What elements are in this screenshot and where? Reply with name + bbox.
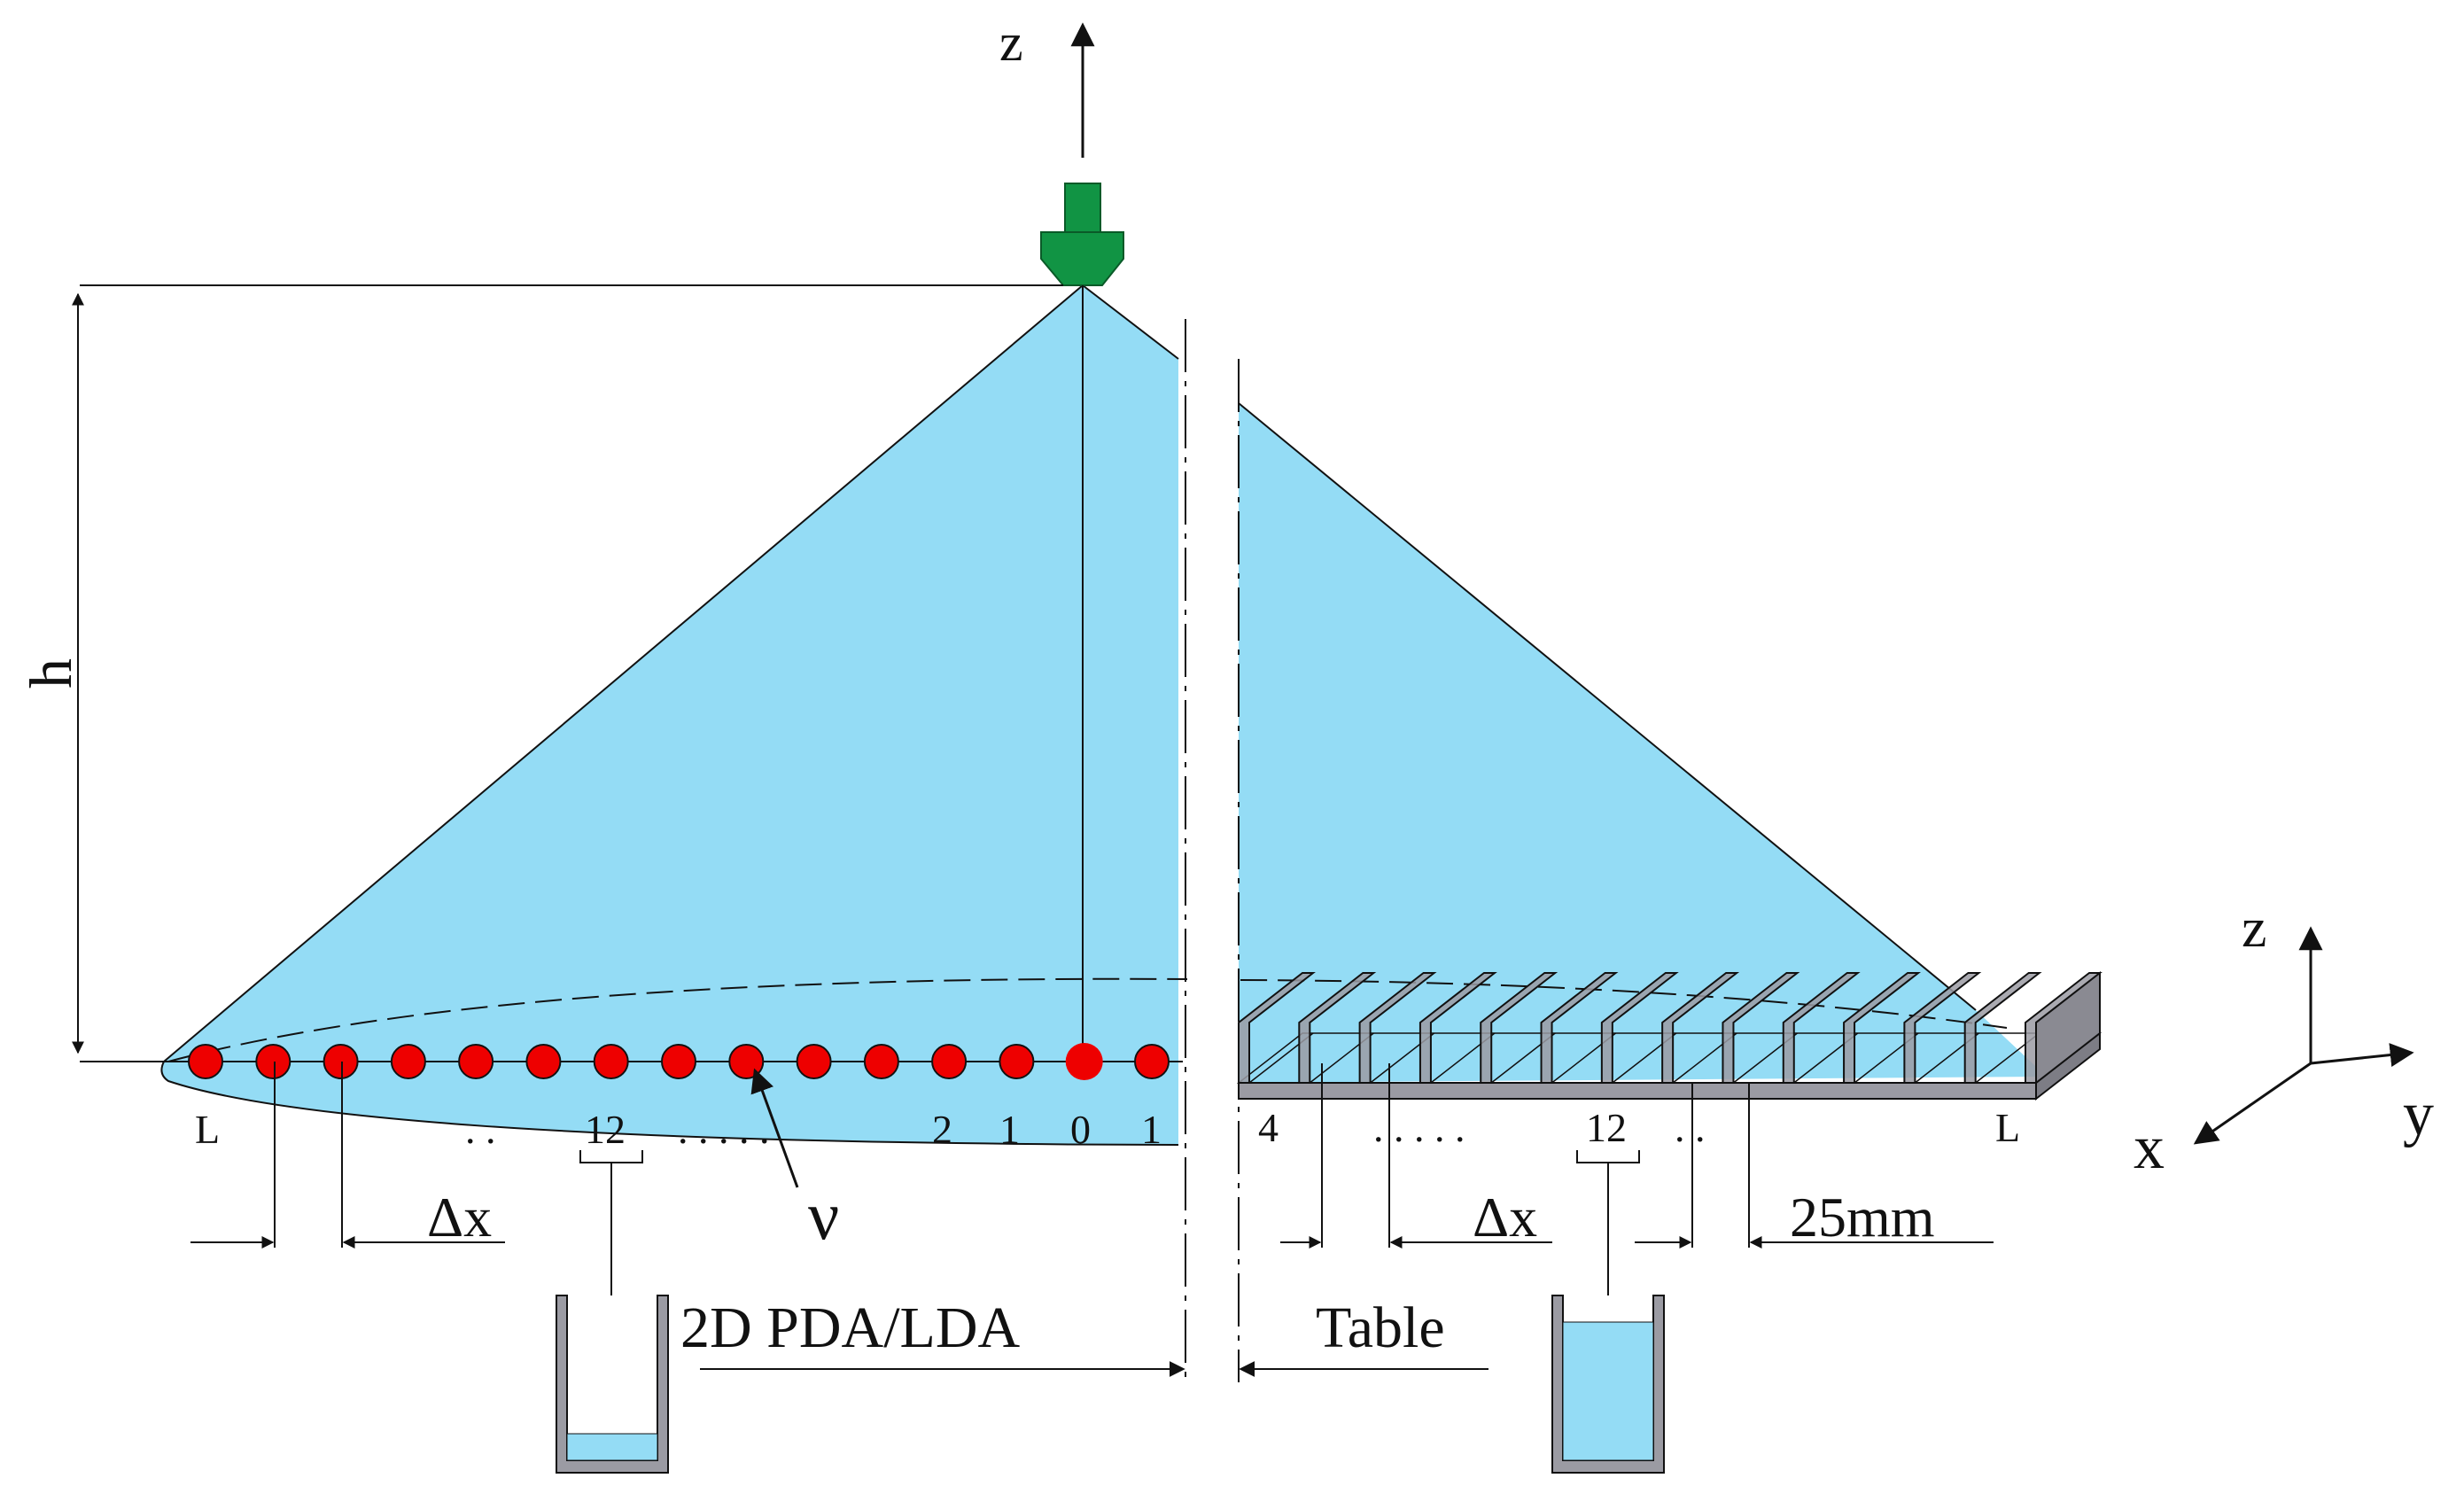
axes-z-label: z xyxy=(2242,896,2266,959)
right-dots-b: . . xyxy=(1675,1105,1706,1150)
measurement-point xyxy=(931,1044,968,1079)
right-beaker xyxy=(1551,1295,1665,1474)
axes-y-label: y xyxy=(2403,1080,2434,1148)
right-dots-a: . . . . . xyxy=(1373,1105,1465,1150)
nozzle xyxy=(1040,183,1124,286)
patternator-channel-wall xyxy=(1480,972,1558,1084)
measurement-point xyxy=(661,1044,696,1079)
measurement-point xyxy=(796,1044,832,1079)
table-label: Table xyxy=(1316,1295,1445,1360)
measurement-point xyxy=(593,1044,629,1079)
patternator-channel-wall xyxy=(1661,972,1740,1084)
left-number-2: 2 xyxy=(932,1107,952,1152)
z-axis-label: z xyxy=(999,13,1023,72)
left-number-0: 0 xyxy=(1070,1107,1091,1152)
left-dots-b: . . . . . xyxy=(678,1107,770,1152)
patternator-end-plate xyxy=(2035,970,2101,1085)
left-dx-dimension xyxy=(190,1062,505,1249)
patternator-channel-wall xyxy=(1903,972,1982,1084)
spray-cone-left xyxy=(160,284,1179,1146)
patternator-channel-wall xyxy=(1419,972,1497,1084)
left-number-L: L xyxy=(195,1107,220,1152)
left-probe xyxy=(579,1150,643,1295)
measurement-point xyxy=(458,1044,494,1079)
left-numbering: L . . 12 . . . . . 2 1 0 1 xyxy=(195,1107,1162,1152)
measurement-point xyxy=(999,1044,1035,1079)
right-numbering: 4 . . . . . 12 . . L xyxy=(1258,1105,2020,1150)
left-dots-a: . . xyxy=(465,1107,496,1152)
axes-x-label: x xyxy=(2134,1114,2165,1182)
mm25-dimension xyxy=(1635,1083,1994,1249)
right-number-12: 12 xyxy=(1586,1105,1627,1150)
right-number-4: 4 xyxy=(1258,1105,1279,1150)
coordinate-axes xyxy=(2193,926,2414,1145)
left-number-1b: 1 xyxy=(1141,1107,1162,1152)
left-beaker xyxy=(556,1295,669,1474)
break-lines xyxy=(1185,319,1240,1382)
measurement-point xyxy=(1134,1044,1170,1079)
measurement-point xyxy=(728,1044,765,1079)
left-number-1: 1 xyxy=(999,1107,1020,1152)
patternator-channel-wall xyxy=(1963,972,2042,1084)
height-dimension xyxy=(72,284,1063,1062)
right-number-L: L xyxy=(1995,1105,2020,1150)
mm25-label: 25mm xyxy=(1790,1186,1935,1249)
patternator-base xyxy=(1238,1082,2037,1100)
left-dx-label: Δx xyxy=(427,1186,492,1249)
measurement-point xyxy=(1065,1043,1103,1080)
measurement-point xyxy=(390,1044,426,1079)
height-label: h xyxy=(17,658,84,689)
measurement-points xyxy=(188,1043,1170,1080)
nu-leader xyxy=(750,1068,799,1188)
measurement-point xyxy=(525,1044,562,1079)
patternator-table xyxy=(1236,970,2103,1101)
measurement-point xyxy=(323,1044,359,1079)
patternator-channel-wall xyxy=(1722,972,1800,1084)
right-dx-dimension xyxy=(1280,1063,1552,1249)
measurement-point xyxy=(863,1044,899,1079)
left-number-12: 12 xyxy=(585,1107,626,1152)
measurement-point xyxy=(188,1044,223,1079)
pda-lda-label: 2D PDA/LDA xyxy=(680,1295,1021,1360)
spray-footprint-back-edge xyxy=(167,977,2008,1062)
right-dx-label: Δx xyxy=(1473,1186,1537,1249)
nu-label: ν xyxy=(808,1177,839,1254)
measurement-point xyxy=(255,1044,291,1079)
spray-cone-right xyxy=(1238,402,2047,1083)
right-probe xyxy=(1576,1150,1640,1295)
